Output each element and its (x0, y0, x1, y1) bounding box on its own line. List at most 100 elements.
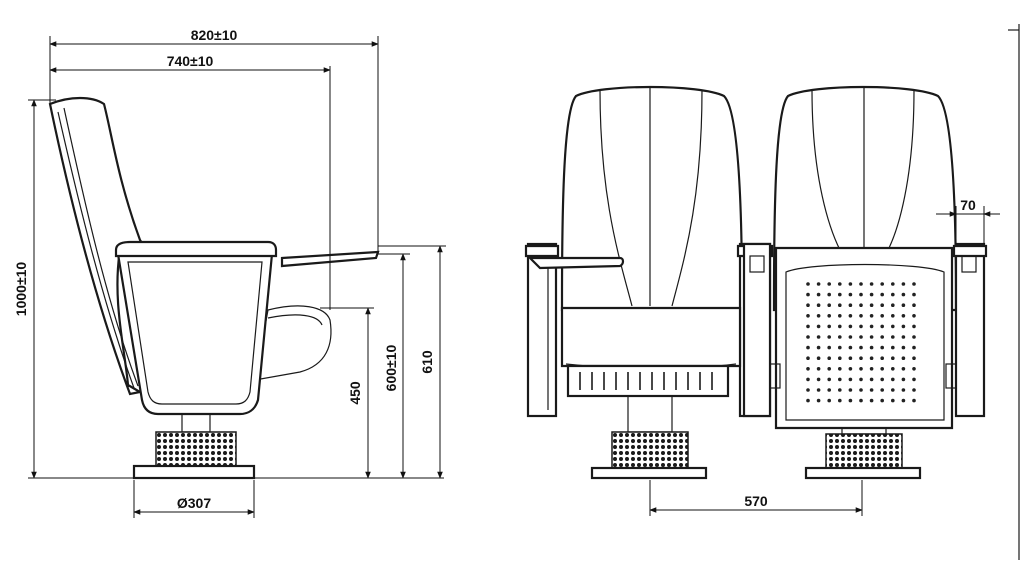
front-view-right-chair (742, 85, 988, 480)
perforation-hole (869, 292, 874, 297)
side-view (48, 96, 380, 480)
perforation-hole (912, 324, 916, 329)
dim-tablet-height: 610 (419, 350, 435, 374)
perforation-hole (816, 388, 821, 392)
perforation-hole (880, 335, 884, 339)
perforation-hole (891, 324, 895, 329)
perforation-hole (912, 282, 916, 286)
perforation-hole (869, 345, 874, 350)
perforation-hole (859, 292, 863, 297)
perforation-hole (827, 303, 831, 308)
perforation-hole (912, 377, 916, 382)
perforation-hole (901, 367, 906, 371)
perforation-hole (880, 377, 884, 382)
perforation-hole (869, 314, 874, 318)
perforation-hole (880, 367, 884, 371)
perforation-hole (806, 292, 810, 297)
perforation-hole (880, 356, 884, 361)
perforation-hole (827, 388, 831, 392)
perforation-hole (859, 398, 863, 403)
perforation-hole (859, 345, 863, 350)
perforation-hole (816, 398, 821, 403)
dim-armrest-height: 600±10 (383, 344, 399, 391)
perforation-hole (848, 303, 853, 308)
perforation-hole (912, 292, 916, 297)
perforation-hole (901, 324, 906, 329)
perforation-hole (827, 367, 831, 371)
perforation-hole (806, 335, 810, 339)
perforation-hole (901, 314, 906, 318)
perforation-hole (806, 345, 810, 350)
perforation-hole (901, 303, 906, 308)
perforation-hole (806, 314, 810, 318)
perforation-hole (880, 282, 884, 286)
perforation-hole (859, 367, 863, 371)
seat-perforation (806, 282, 916, 403)
perforation-hole (891, 367, 895, 371)
perforation-hole (901, 335, 906, 339)
perforation-hole (848, 377, 853, 382)
perforation-hole (806, 388, 810, 392)
perforation-hole (848, 398, 853, 403)
perforation-hole (827, 314, 831, 318)
perforation-hole (848, 356, 853, 361)
perforation-hole (848, 345, 853, 350)
perforation-hole (891, 388, 895, 392)
perforation-hole (869, 356, 874, 361)
perforation-hole (827, 324, 831, 329)
perforation-hole (827, 345, 831, 350)
perforation-hole (891, 345, 895, 350)
perforation-hole (901, 356, 906, 361)
perforation-hole (859, 324, 863, 329)
perforation-hole (838, 335, 842, 339)
perforation-hole (869, 388, 874, 392)
perforation-hole (838, 282, 842, 286)
dim-seat-depth: 740±10 (167, 53, 214, 69)
perforation-hole (901, 292, 906, 297)
perforation-hole (880, 388, 884, 392)
perforation-hole (869, 367, 874, 371)
perforation-hole (827, 398, 831, 403)
perforation-hole (880, 324, 884, 329)
perforation-hole (891, 292, 895, 297)
perforation-hole (848, 314, 853, 318)
perforation-hole (912, 356, 916, 361)
perforation-hole (827, 282, 831, 286)
seat-slots (579, 372, 713, 390)
perforation-hole (816, 335, 821, 339)
perforation-hole (838, 324, 842, 329)
perforation-hole (912, 367, 916, 371)
perforation-hole (838, 345, 842, 350)
perforation-hole (838, 367, 842, 371)
perforation-hole (891, 356, 895, 361)
dim-overall-depth: 820±10 (191, 27, 238, 43)
perforation-hole (848, 324, 853, 329)
perforation-hole (891, 314, 895, 318)
perforation-hole (869, 282, 874, 286)
perforation-hole (816, 303, 821, 308)
perforation-hole (891, 282, 895, 286)
perforation-hole (848, 282, 853, 286)
perforation-hole (838, 314, 842, 318)
perforation-hole (880, 314, 884, 318)
perforation-hole (838, 398, 842, 403)
perforation-hole (869, 377, 874, 382)
perforation-hole (891, 303, 895, 308)
perforation-hole (891, 335, 895, 339)
perforation-hole (848, 388, 853, 392)
perforation-hole (912, 303, 916, 308)
perforation-hole (859, 356, 863, 361)
perforation-hole (912, 388, 916, 392)
perforation-hole (838, 292, 842, 297)
perforation-hole (891, 377, 895, 382)
perforation-hole (891, 398, 895, 403)
perforation-hole (838, 303, 842, 308)
perforation-hole (901, 377, 906, 382)
perforation-hole (816, 345, 821, 350)
perforation-hole (901, 398, 906, 403)
side-view-dimensions: 820±10 740±10 1000±10 450 600±10 610 Ø30… (13, 27, 446, 518)
perforation-hole (838, 388, 842, 392)
perforation-hole (806, 398, 810, 403)
perforation-hole (827, 356, 831, 361)
